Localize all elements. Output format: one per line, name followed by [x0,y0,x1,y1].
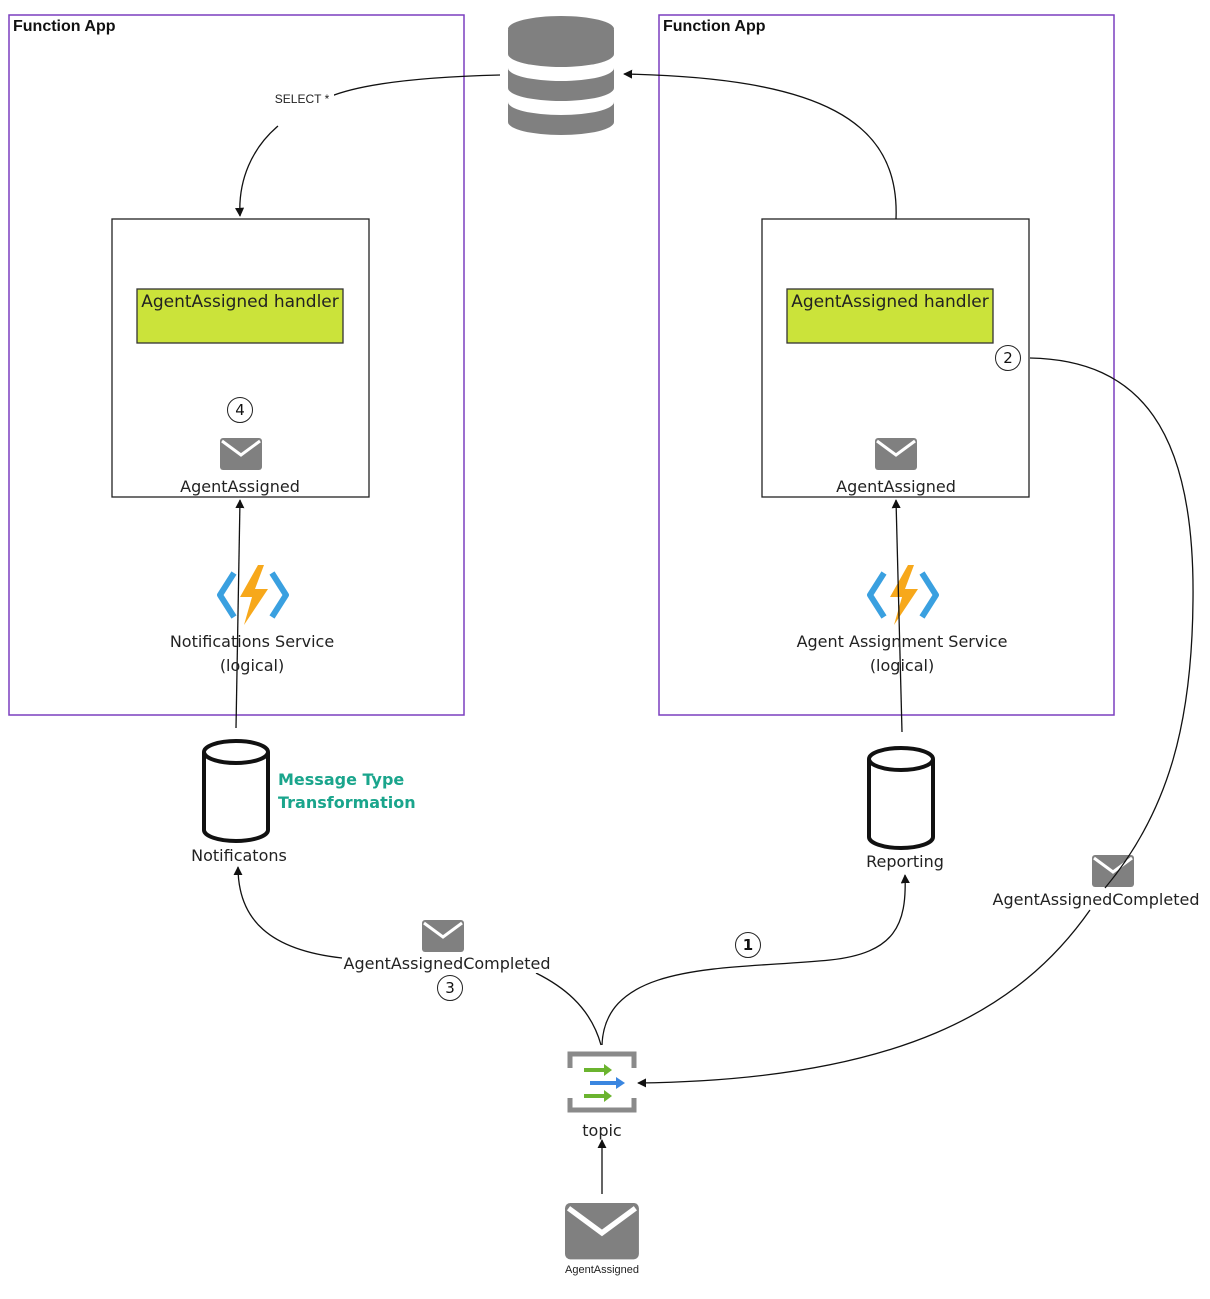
notifications-queue-label: Notificatons [191,846,287,865]
right-function-icon [870,565,936,625]
agent-assignment-service-name: Agent Assignment Service [796,632,1008,651]
agent-assignment-service-note: (logical) [869,656,935,675]
select-query-label: SELECT * [270,92,334,106]
right-function-app-container [658,14,1115,716]
right-handler-label-box [786,288,994,344]
step-1-badge: 1 [735,932,761,958]
select-to-left-handler-arrow [235,125,279,217]
topic-label: topic [582,1121,622,1140]
reporting-queue-label: Reporting [866,852,944,871]
right-message-label: AgentAssigned [836,477,956,496]
topic-to-notifications-arrow [535,972,602,1046]
step-4-badge: 4 [227,397,253,423]
left-handler-label: AgentAssigned handler [141,292,339,312]
reporting-queue-icon [867,746,935,850]
transformation-annotation-line2: Transformation [278,793,416,812]
topic-icon [567,1051,637,1113]
left-service-to-handler-arrow [235,499,245,729]
step-2-badge: 2 [995,345,1021,371]
completed-left-label: AgentAssignedCompleted [342,954,552,973]
left-message-label: AgentAssigned [180,477,300,496]
step-3-badge: 3 [437,975,463,1001]
completed-left-envelope-icon [420,918,466,954]
left-agentassigned-envelope-icon [218,436,264,472]
left-function-app-title: Function App [13,18,116,35]
right-handler-to-db-arrow [623,69,897,220]
completed-right-label: AgentAssignedCompleted [990,890,1202,909]
left-handler-label-box [136,288,344,344]
source-message-label: AgentAssigned [565,1264,639,1276]
completed-to-notifications-arrow [233,866,343,959]
notifications-queue-icon [202,739,270,843]
right-function-app-title: Function App [663,18,766,35]
completed-to-topic-arrow [637,909,1091,1088]
completed-right-envelope-icon [1090,853,1136,889]
source-envelope-icon [565,1203,639,1259]
db-to-select-arrow [328,74,501,98]
topic-to-reporting-arrow [601,874,910,1046]
transformation-annotation-line1: Message Type [278,770,405,789]
step2-to-completed-line [1029,357,1194,889]
notifications-service-name: Notifications Service [169,632,335,651]
database-icon [508,16,614,135]
notifications-service-note: (logical) [219,656,285,675]
right-service-to-handler-arrow [891,499,903,733]
left-function-icon [220,565,286,625]
right-handler-label: AgentAssigned handler [791,292,989,312]
right-agentassigned-envelope-icon [873,436,919,472]
